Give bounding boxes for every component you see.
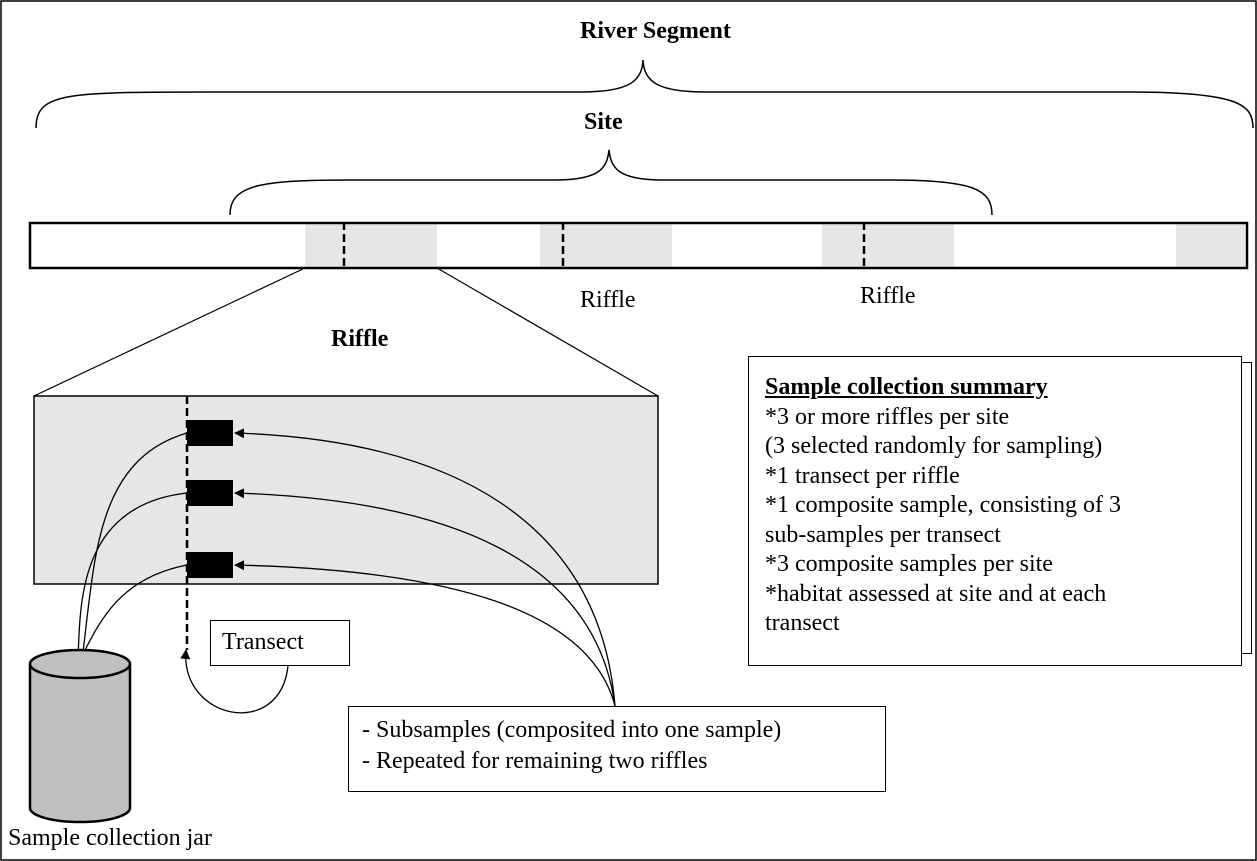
jar-label: Sample collection jar: [8, 825, 212, 851]
jar-body: [28, 664, 132, 824]
zoom-line-right: [436, 267, 659, 397]
jar-lid: [28, 648, 132, 680]
subsamples-note-line-2: - Repeated for remaining two riffles: [362, 748, 708, 774]
summary-line: (3 selected randomly for sampling): [765, 433, 1103, 459]
summary-line: sub-samples per transect: [765, 521, 1001, 548]
riffle-label-1: Riffle: [580, 287, 636, 313]
transect-callout-label: Transect: [222, 629, 304, 655]
summary-line: *1 transect per riffle: [765, 462, 960, 489]
arrow-transect-label: [180, 649, 289, 714]
summary-line: *3 composite samples per site: [765, 551, 1053, 577]
arrow-marker2-to-jar: [73, 492, 188, 661]
subsample-marker-3: [187, 552, 233, 578]
riffle-area-1: [305, 224, 437, 267]
subsample-marker-2: [187, 480, 233, 506]
summary-line: transect: [765, 610, 840, 636]
transect-callout: Transect: [210, 620, 350, 666]
riffle-label-2: Riffle: [860, 283, 916, 309]
riffle-heading: Riffle: [331, 326, 389, 352]
riffle-detail-area: [33, 395, 659, 585]
summary-line: *3 or more riffles per site: [765, 403, 1010, 430]
riffle-area-2: [540, 224, 672, 267]
summary-line: *1 composite sample, consisting of 3: [765, 492, 1121, 518]
summary-title: Sample collection summary: [765, 374, 1048, 400]
arrow-note-to-marker3: [234, 560, 616, 707]
riffle-area-4: [1176, 224, 1245, 267]
sample-collection-summary: Sample collection summary *3 or more rif…: [748, 356, 1242, 666]
arrow-marker1-to-jar: [78, 432, 188, 661]
arrow-note-to-marker1: [234, 428, 616, 707]
site-brace: [229, 149, 993, 216]
subsample-marker-1: [187, 420, 233, 446]
site-label: Site: [584, 109, 623, 135]
subsamples-note-line-1: - Subsamples (composited into one sample…: [362, 717, 782, 743]
subsamples-note: - Subsamples (composited into one sample…: [348, 706, 886, 792]
river-segment-label: River Segment: [580, 18, 731, 44]
zoom-line-left: [33, 267, 306, 397]
arrow-note-to-marker2: [234, 488, 616, 707]
river-segment-brace: [35, 59, 1254, 129]
arrow-marker3-to-jar: [79, 564, 188, 661]
summary-line: *habitat assessed at site and at each: [765, 580, 1107, 607]
riffle-area-3: [822, 224, 954, 267]
